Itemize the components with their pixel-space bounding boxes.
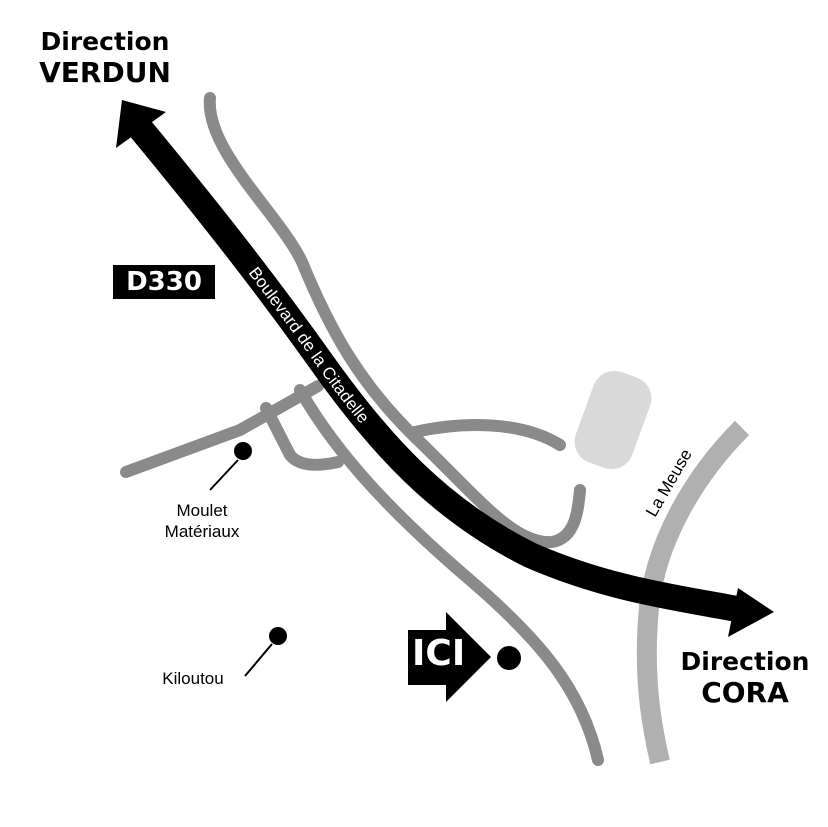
road-number-badge: D330 — [113, 265, 215, 299]
arrow-head-cora-icon — [728, 588, 774, 637]
place-name: Moulet — [176, 501, 228, 520]
arrow-head-verdun-icon — [116, 100, 166, 148]
here-marker-dot — [497, 646, 521, 670]
river-meuse — [636, 420, 750, 765]
main-route — [129, 119, 745, 623]
here-label: ICI — [412, 633, 466, 674]
direction-destination: CORA — [701, 675, 789, 709]
road-south — [294, 384, 604, 766]
direction-label: Direction — [680, 647, 810, 676]
place-name: Kiloutou — [162, 669, 224, 688]
place-label-kiloutou: Kiloutou — [138, 668, 248, 689]
road-loop — [260, 402, 344, 471]
direction-verdun: Direction VERDUN — [20, 27, 190, 89]
building-shape — [574, 370, 652, 470]
place-marker-kiloutou — [269, 627, 287, 645]
road-east — [409, 419, 566, 451]
road-west — [120, 380, 324, 478]
direction-cora: Direction CORA — [660, 647, 828, 709]
place-marker-moulet — [234, 442, 252, 460]
direction-destination: VERDUN — [39, 55, 171, 89]
here-arrow-icon — [408, 612, 491, 702]
road-upper — [203, 92, 586, 549]
place-name: Matériaux — [164, 522, 240, 542]
place-label-moulet: Moulet Matériaux — [140, 500, 264, 543]
direction-label: Direction — [40, 27, 170, 56]
